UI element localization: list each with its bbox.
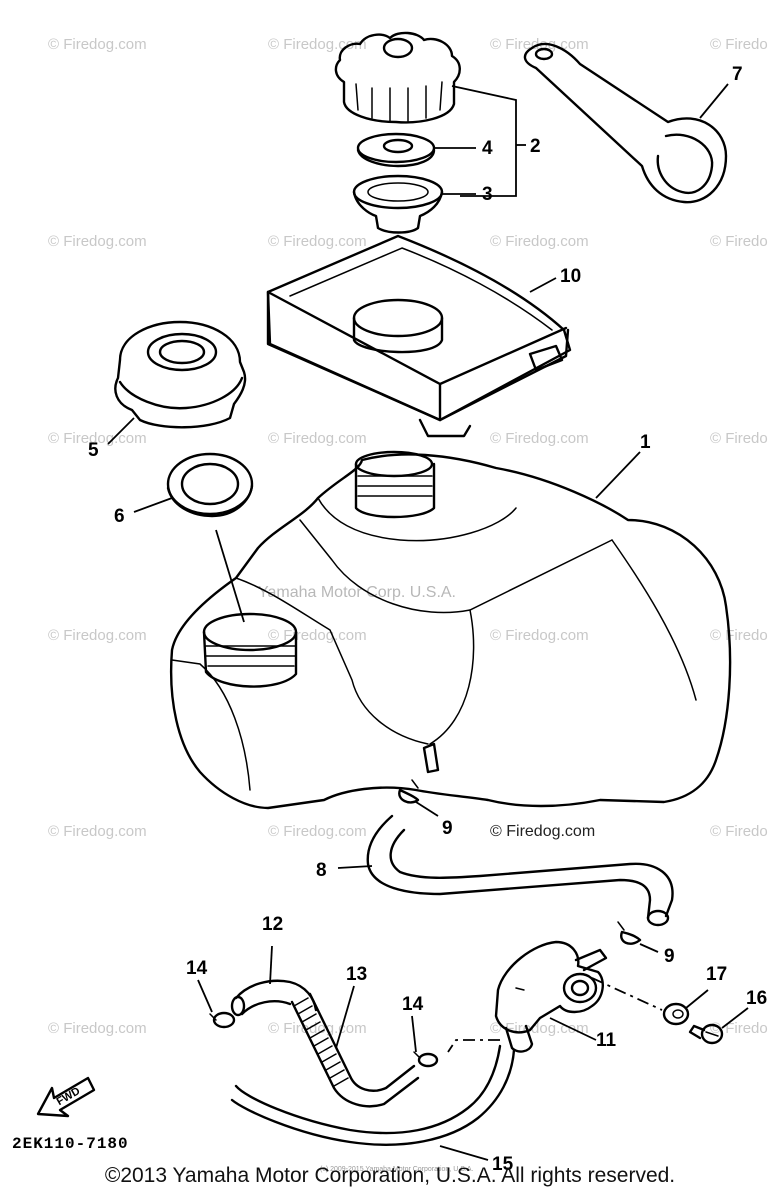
watermark: © Firedo bbox=[710, 430, 768, 447]
callout-8: 8 bbox=[316, 860, 327, 881]
hose-clip-small[interactable] bbox=[209, 1011, 236, 1029]
watermark: © Firedog.com bbox=[48, 823, 147, 840]
callout-4: 4 bbox=[482, 138, 493, 159]
watermark: © Firedog.com bbox=[48, 627, 147, 644]
breather-hose[interactable] bbox=[366, 814, 674, 927]
hose-clip-small[interactable] bbox=[413, 1051, 439, 1068]
tank-tray[interactable] bbox=[266, 234, 572, 438]
callout-2: 2 bbox=[530, 136, 541, 157]
filler-cap[interactable] bbox=[114, 320, 247, 429]
watermark: © Firedo bbox=[710, 36, 768, 53]
watermark: © Firedog.com bbox=[268, 36, 367, 53]
fuel-hose-2[interactable] bbox=[230, 1044, 516, 1146]
hose-clip[interactable] bbox=[398, 779, 420, 804]
watermark: © Firedog.com bbox=[268, 1020, 367, 1037]
callout-7: 7 bbox=[732, 64, 743, 85]
fuel-cock[interactable] bbox=[494, 940, 608, 1053]
callout-14: 14 bbox=[402, 994, 424, 1015]
callout-14: 14 bbox=[186, 958, 208, 979]
hose-clip[interactable] bbox=[617, 921, 642, 945]
watermark: © Firedo bbox=[710, 627, 768, 644]
watermark: © Firedo bbox=[710, 1020, 768, 1037]
watermark: © Firedo bbox=[710, 233, 768, 250]
screw[interactable] bbox=[688, 1023, 724, 1045]
watermark: © Firedog.com bbox=[268, 430, 367, 447]
watermark: © Firedog.com bbox=[490, 233, 589, 250]
cap-strap[interactable] bbox=[523, 42, 728, 204]
bracket-2 bbox=[451, 85, 517, 197]
callout-1: 1 bbox=[640, 432, 651, 453]
cap-gasket[interactable] bbox=[356, 132, 436, 168]
watermark: © Firedog.com bbox=[490, 430, 589, 447]
fwd-arrow-icon: FWD bbox=[36, 1076, 96, 1118]
callout-13: 13 bbox=[346, 964, 367, 985]
callout-9: 9 bbox=[442, 818, 453, 839]
callout-11: 11 bbox=[596, 1030, 617, 1051]
copyright-notice: ©2013 Yamaha Motor Corporation, U.S.A. A… bbox=[104, 1164, 676, 1187]
fuel-cap[interactable] bbox=[334, 31, 461, 124]
watermark: © Firedog.com bbox=[268, 823, 367, 840]
callout-10: 10 bbox=[560, 266, 581, 287]
callout-17: 17 bbox=[706, 964, 727, 985]
watermark: © Firedog.com bbox=[48, 233, 147, 250]
center-watermark: Yamaha Motor Corp. U.S.A. bbox=[258, 584, 456, 601]
callout-3: 3 bbox=[482, 184, 493, 205]
watermark: © Firedog.com bbox=[48, 36, 147, 53]
callout-16: 16 bbox=[746, 988, 767, 1009]
fuel-tank[interactable] bbox=[169, 450, 732, 810]
callout-6: 6 bbox=[114, 506, 125, 527]
small-print: (c) 2009-2015 Yamaha Motor Corporation, … bbox=[320, 1166, 474, 1173]
firedog-mark: © Firedog.com bbox=[490, 823, 596, 840]
watermark: © Firedog.com bbox=[48, 430, 147, 447]
watermark: © Firedog.com bbox=[490, 627, 589, 644]
watermark: © Firedog.com bbox=[48, 1020, 147, 1037]
callout-15: 15 bbox=[492, 1154, 514, 1175]
callout-5: 5 bbox=[88, 440, 99, 461]
watermark: © Firedo bbox=[710, 823, 768, 840]
washer[interactable] bbox=[662, 1002, 690, 1026]
cap-strainer[interactable] bbox=[352, 174, 444, 234]
spring[interactable] bbox=[290, 992, 420, 1108]
filler-seal[interactable] bbox=[166, 452, 254, 518]
watermark: © Firedog.com bbox=[268, 233, 367, 250]
callout-9: 9 bbox=[664, 946, 675, 967]
fuel-hose-1[interactable] bbox=[230, 979, 318, 1017]
callout-12: 12 bbox=[262, 914, 283, 935]
diagram-code: 2EK110-7180 bbox=[12, 1135, 129, 1153]
